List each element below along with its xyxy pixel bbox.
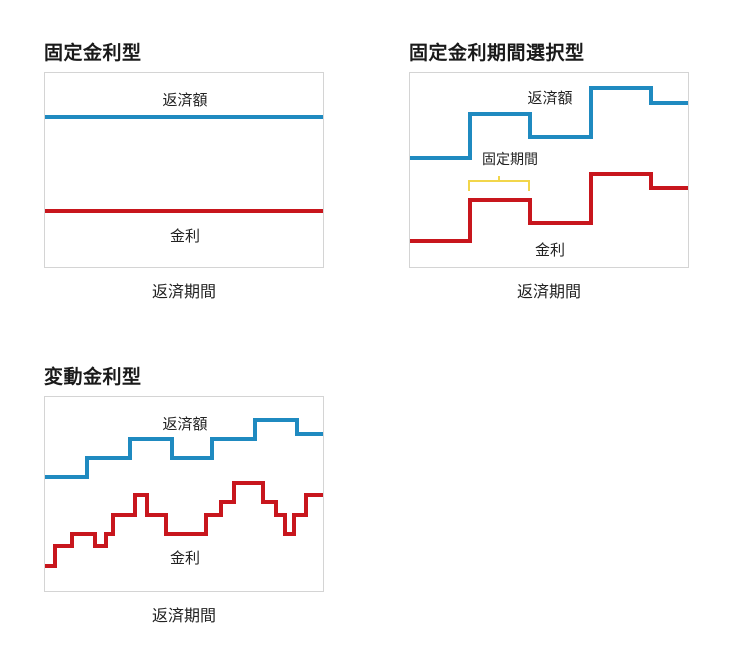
- rate-line: [410, 172, 688, 243]
- chart-box: 返済額 固定期間 金利: [409, 72, 689, 268]
- fixed-period-label: 固定期間: [482, 152, 538, 168]
- rate-label: 金利: [534, 241, 566, 259]
- payment-label: 返済額: [162, 415, 208, 433]
- chart-box: 返済額 金利: [44, 396, 324, 592]
- panel-fixed-period-selection: 固定金利期間選択型 返済額 固定期間 金利 返済期間: [409, 38, 689, 308]
- panel-title: 固定金利期間選択型: [409, 42, 585, 64]
- panel-title: 固定金利型: [44, 42, 142, 64]
- chart-svg: [410, 86, 688, 243]
- rate-line: [45, 481, 323, 568]
- panel-fixed-rate: 固定金利型 返済額 金利 返済期間: [44, 38, 324, 308]
- payment-line: [45, 418, 323, 479]
- x-axis-label: 返済期間: [151, 606, 217, 625]
- payment-label: 返済額: [162, 91, 208, 109]
- fixed-period-bracket: [468, 176, 530, 191]
- x-axis-label: 返済期間: [516, 282, 582, 301]
- chart-svg: [45, 418, 323, 568]
- panel-variable-rate: 変動金利型 返済額 金利 返済期間: [44, 362, 324, 632]
- payment-label: 返済額: [527, 89, 573, 107]
- payment-line: [410, 86, 688, 160]
- x-axis-label: 返済期間: [151, 282, 217, 301]
- panel-title: 変動金利型: [44, 366, 142, 388]
- rate-label: 金利: [169, 549, 201, 567]
- chart-box: 返済額 金利: [44, 72, 324, 268]
- rate-label: 金利: [169, 227, 201, 245]
- chart-svg: [45, 115, 323, 213]
